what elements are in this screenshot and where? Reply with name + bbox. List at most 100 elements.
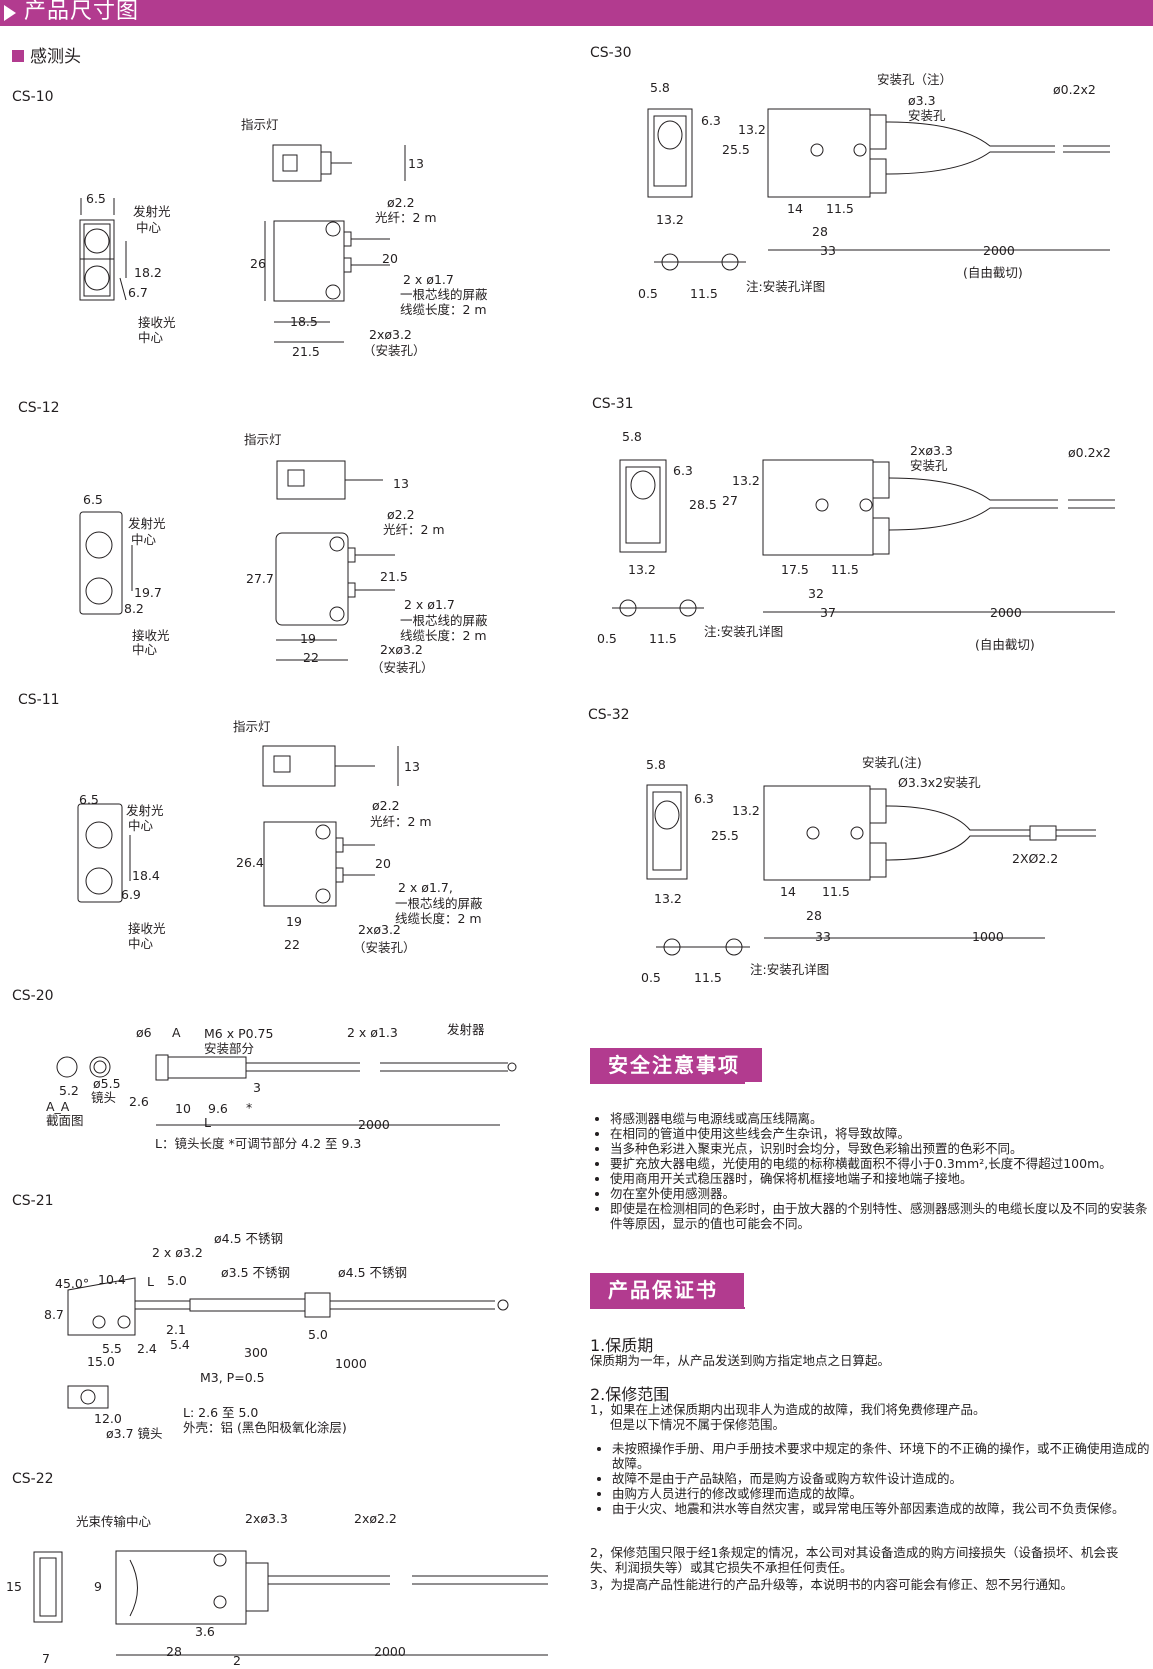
- dim-label: 2xø3.2: [358, 922, 401, 937]
- dim-label: 11.5: [826, 201, 854, 216]
- dim-label: 2xø3.2: [380, 642, 423, 657]
- dim-label: 9.6: [208, 1101, 228, 1116]
- model-label: CS-21: [12, 1193, 54, 1209]
- model-label: CS-30: [590, 45, 632, 61]
- dim-label: 14: [780, 884, 796, 899]
- dim-label: 8.2: [124, 601, 144, 616]
- dim-label: 2 x ø1.7,: [398, 880, 453, 895]
- dim-label: 6.9: [121, 887, 141, 902]
- dim-label: 33: [820, 243, 836, 258]
- dim-label: 发射器: [447, 1022, 485, 1037]
- dim-label: 光束传输中心: [76, 1514, 152, 1529]
- dim-label: ø0.2x2: [1068, 445, 1111, 460]
- warranty-exclusion-list: 未按照操作手册、用户手册技术要求中规定的条件、环境下的不正确的操作，或不正确使用…: [598, 1441, 1152, 1516]
- dim-label: 3: [253, 1080, 261, 1095]
- dim-label: 26: [250, 256, 266, 271]
- dim-label: 1000: [335, 1356, 367, 1371]
- cs12-drawing: [79, 460, 395, 661]
- dim-label: 中心: [132, 642, 158, 657]
- dim-label: 25.5: [722, 142, 750, 157]
- model-label: CS-22: [12, 1471, 54, 1487]
- dim-label: 2000: [358, 1117, 390, 1132]
- dim-label: 中心: [128, 818, 154, 833]
- dim-label: 22: [284, 937, 300, 952]
- dim-label: 2xø2.2: [354, 1511, 397, 1526]
- dim-label: 6.5: [83, 492, 103, 507]
- dim-label: 13.2: [656, 212, 684, 227]
- dim-label: 28: [812, 224, 828, 239]
- list-item: 未按照操作手册、用户手册技术要求中规定的条件、环境下的不正确的操作，或不正确使用…: [612, 1441, 1152, 1471]
- dim-label: 接收光: [132, 628, 170, 643]
- dim-label: ø3.3: [908, 93, 936, 108]
- cs32-drawing: [646, 784, 1096, 956]
- dim-label: 6.5: [79, 792, 99, 807]
- dim-label: 5.0: [167, 1273, 187, 1288]
- dim-label: 300: [244, 1345, 268, 1360]
- dim-label: 37: [820, 605, 836, 620]
- dim-label: 21.5: [292, 344, 320, 359]
- dim-label: 指示灯: [244, 432, 282, 447]
- dim-label: 33: [815, 929, 831, 944]
- dim-label: 截面图: [46, 1113, 84, 1128]
- model-label: CS-20: [12, 988, 54, 1004]
- dim-label: 安装孔: [910, 458, 948, 473]
- dim-label: 5.8: [622, 429, 642, 444]
- dim-label: 一根芯线的屏蔽: [400, 613, 488, 628]
- dim-label: 13.2: [628, 562, 656, 577]
- subsection-title: 感测头: [12, 42, 81, 67]
- dim-label: 28: [166, 1644, 182, 1659]
- dim-label: 18.4: [132, 868, 160, 883]
- dim-label: 2 x ø1.7: [403, 272, 454, 287]
- dim-label: 5.4: [170, 1337, 190, 1352]
- dim-label: 2xø3.2: [369, 327, 412, 342]
- dim-label: 14: [787, 201, 803, 216]
- dim-label: 8.7: [44, 1307, 64, 1322]
- dim-label: L：镜头长度 *可调节部分 4.2 至 9.3: [155, 1136, 362, 1151]
- dim-label: 12.0: [94, 1411, 122, 1426]
- dim-label: 中心: [136, 220, 162, 235]
- dim-label: 2000: [374, 1644, 406, 1659]
- dim-label: 6.3: [701, 113, 721, 128]
- warranty-title: 产品保证书: [590, 1273, 744, 1307]
- dim-label: 5.8: [646, 757, 666, 772]
- warranty-text: 1，如果在上述保质期内出现非人为造成的故障，我们将免费修理产品。: [590, 1402, 986, 1417]
- dim-label: （安装孔）: [371, 660, 434, 675]
- dim-label: 27.7: [246, 571, 274, 586]
- dim-label: 2 x ø3.2: [152, 1245, 203, 1260]
- dim-label: 中心: [128, 936, 154, 951]
- dim-label: ø3.5 不锈钢: [221, 1265, 291, 1280]
- dim-label: 45.0°: [55, 1276, 90, 1291]
- dim-label: ø5.5: [93, 1076, 121, 1091]
- dim-label: 11.5: [690, 286, 718, 301]
- warranty-heading: 1.保质期: [590, 1336, 654, 1355]
- dim-label: 20: [382, 251, 398, 266]
- dim-label: 2000: [990, 605, 1022, 620]
- dim-label: ø2.2: [372, 798, 400, 813]
- dim-label: ø4.5 不锈钢: [214, 1231, 284, 1246]
- model-label: CS-10: [12, 89, 54, 105]
- dim-label: M3, P=0.5: [200, 1370, 265, 1385]
- dim-label: 2.4: [137, 1341, 157, 1356]
- list-item: 故障不是由于产品缺陷，而是购方设备或购方软件设计造成的。: [612, 1471, 1152, 1486]
- dim-label: L: [147, 1274, 154, 1289]
- dim-label: 注:安装孔详图: [704, 624, 784, 639]
- dim-label: M6 x P0.75: [204, 1026, 274, 1041]
- list-item: 将感测器电缆与电源线或高压线隔离。: [610, 1111, 1150, 1126]
- dim-label: 19: [300, 631, 316, 646]
- dim-label: (自由截切): [963, 265, 1023, 280]
- dim-label: 18.2: [134, 265, 162, 280]
- cs30-drawing: [647, 108, 1110, 271]
- dim-label: 安装孔: [908, 108, 946, 123]
- dim-label: ø6: [136, 1025, 152, 1040]
- dim-label: 0.5: [641, 970, 661, 985]
- dim-label: 19: [286, 914, 302, 929]
- dim-label: 13.2: [654, 891, 682, 906]
- dim-label: 7: [42, 1651, 50, 1666]
- list-item: 即使是在检测相同的色彩时，由于放大器的个别特性、感测器感测头的电缆长度以及不同的…: [610, 1201, 1150, 1231]
- square-bullet-icon: [12, 50, 24, 62]
- list-item: 当多种色彩进入聚束光点，识别时会均分，导致色彩输出预置的色彩不同。: [610, 1141, 1150, 1156]
- dim-label: 光纤：2 m: [383, 522, 445, 537]
- list-item: 使用商用开关式稳压器时，确保将机框接地端子和接地端子接地。: [610, 1171, 1150, 1186]
- dim-label: 13.2: [732, 473, 760, 488]
- dim-label: ø4.5 不锈钢: [338, 1265, 408, 1280]
